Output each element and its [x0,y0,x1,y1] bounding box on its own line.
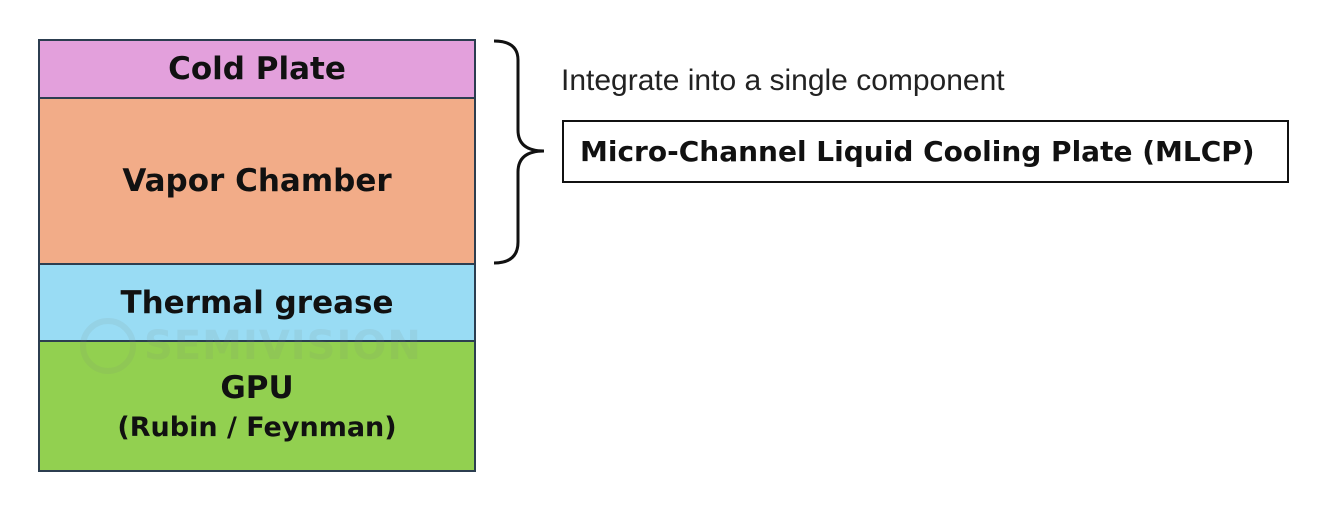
layer-cold-plate: Cold Plate [40,41,474,99]
layer-gpu-sublabel: (Rubin / Feynman) [117,411,397,443]
layer-cold-plate-label: Cold Plate [168,51,346,87]
layer-vapor-chamber: Vapor Chamber [40,99,474,265]
curly-brace-icon [493,39,545,265]
layer-gpu: GPU (Rubin / Feynman) [40,342,474,470]
layer-stack: Cold Plate Vapor Chamber Thermal grease … [38,39,476,472]
layer-thermal-grease: Thermal grease [40,265,474,342]
mlcp-result-box: Micro-Channel Liquid Cooling Plate (MLCP… [562,120,1289,183]
integration-caption: Integrate into a single component [561,64,1005,97]
layer-thermal-grease-label: Thermal grease [120,284,394,321]
mlcp-result-label: Micro-Channel Liquid Cooling Plate (MLCP… [580,135,1255,168]
layer-gpu-label: GPU [220,369,294,406]
layer-vapor-chamber-label: Vapor Chamber [122,163,392,199]
